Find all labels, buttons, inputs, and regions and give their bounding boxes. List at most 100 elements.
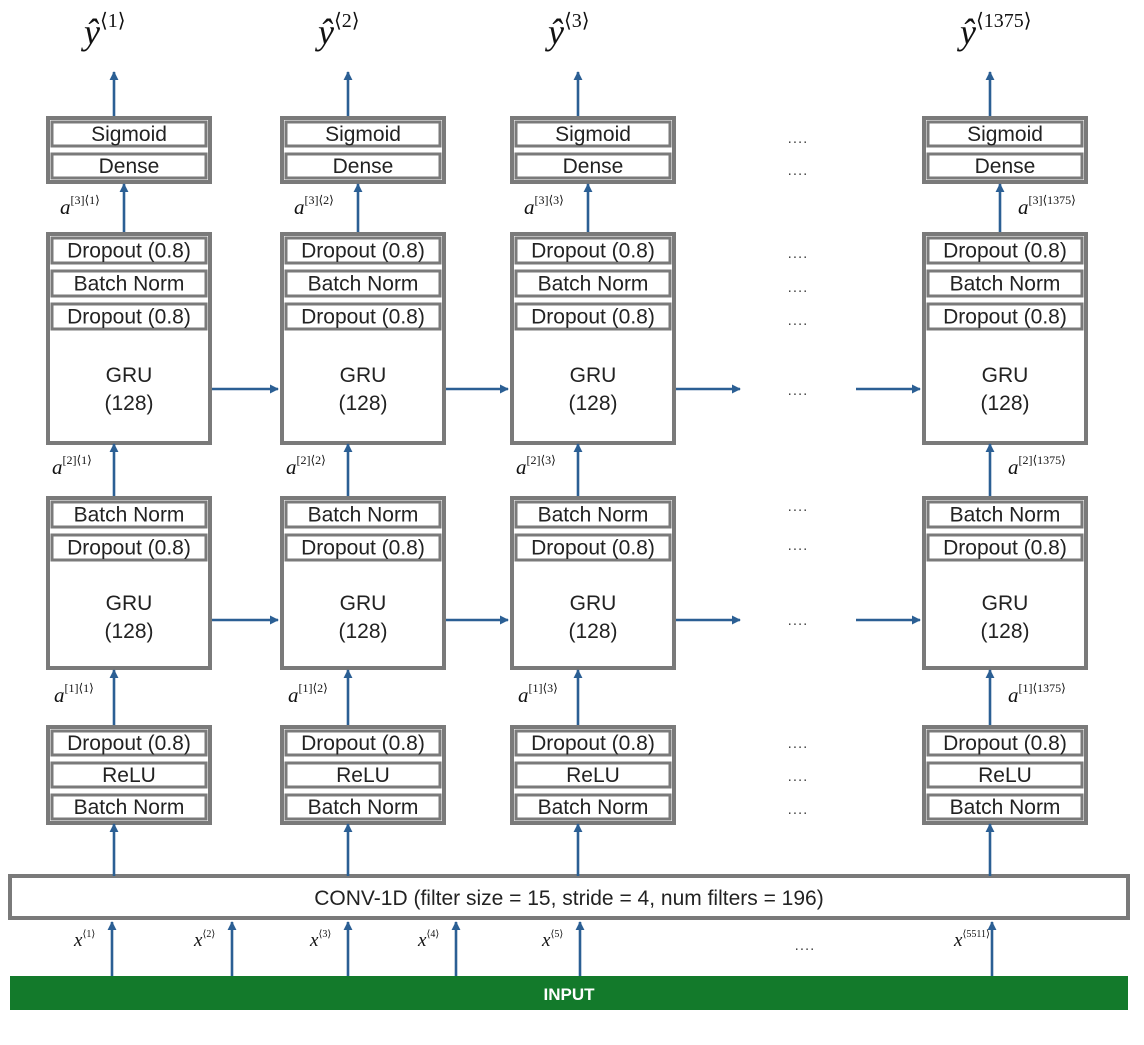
ellipsis-dots: .... xyxy=(788,612,809,629)
column-3-bottom-stack-frame xyxy=(510,725,676,825)
input-ellipsis-dots: .... xyxy=(795,937,816,954)
column-1-a3-label: a[3]⟨1⟩ xyxy=(60,193,100,219)
column-1-gru2-stack-gru-units: (128) xyxy=(104,392,153,415)
column-1-gru2-stack-row-label: Batch Norm xyxy=(74,273,185,296)
column-3-a3-label: a[3]⟨3⟩ xyxy=(524,193,564,219)
column-4-gru1-stack-row-1 xyxy=(926,500,1084,529)
ellipsis-dots: .... xyxy=(788,498,809,515)
column-4-top-stack-frame xyxy=(922,116,1088,184)
column-4-a2-label: a[2]⟨1375⟩ xyxy=(1008,453,1066,479)
column-1-top-stack-frame xyxy=(46,116,212,184)
column-1-gru2-stack-row-label: Dropout (0.8) xyxy=(67,306,191,329)
column-2-gru2-stack-row-label: Dropout (0.8) xyxy=(301,306,425,329)
column-2-gru1-stack-gru-label: GRU xyxy=(340,592,387,615)
column-4-gru2-stack-row-3 xyxy=(926,302,1084,331)
column-1-output-label: ŷ⟨1⟩ xyxy=(81,10,126,52)
column-4-a3-label: a[3]⟨1375⟩ xyxy=(1018,193,1076,219)
input-label-2: x⟨2⟩ xyxy=(193,929,215,951)
column-4-bottom-stack-row-label: Dropout (0.8) xyxy=(943,732,1067,755)
conv1d-label: CONV-1D (filter size = 15, stride = 4, n… xyxy=(314,887,823,910)
column-1-bottom-stack-row-3 xyxy=(50,793,208,821)
column-4-bottom-stack-frame xyxy=(922,725,1088,825)
ellipsis-dots: .... xyxy=(788,130,809,147)
column-4-top-stack-row-1 xyxy=(926,120,1084,148)
column-3-bottom-stack-row-1 xyxy=(514,729,672,757)
column-1-a1-label: a[1]⟨1⟩ xyxy=(54,681,94,707)
column-1-gru1-stack-row-label: Batch Norm xyxy=(74,504,185,527)
column-1-top-stack-row-2 xyxy=(50,152,208,180)
input-bar xyxy=(10,976,1128,1010)
column-4-gru1-stack-row-label: Batch Norm xyxy=(950,504,1061,527)
column-1-gru1-stack-gru-units: (128) xyxy=(104,620,153,643)
input-label-6: x⟨5511⟩ xyxy=(953,929,990,951)
column-2-top-stack-row-label: Dense xyxy=(333,155,394,178)
column-4-gru2-stack-row-label: Dropout (0.8) xyxy=(943,240,1067,263)
column-3-gru2-stack-gru-label: GRU xyxy=(570,364,617,387)
column-3-gru2-stack-row-2 xyxy=(514,269,672,298)
column-4-gru2-stack-gru-label: GRU xyxy=(982,364,1029,387)
column-1-bottom-stack-row-label: ReLU xyxy=(102,764,156,787)
ellipsis-dots: .... xyxy=(788,162,809,179)
ellipsis-dots: .... xyxy=(788,801,809,818)
column-3-top-stack-row-2 xyxy=(514,152,672,180)
input-label-1: x⟨1⟩ xyxy=(73,929,95,951)
column-2-bottom-stack-row-label: ReLU xyxy=(336,764,390,787)
column-1-gru2-stack-row-2 xyxy=(50,269,208,298)
column-3-gru1-stack-row-label: Batch Norm xyxy=(538,504,649,527)
column-4-gru2-stack-row-2 xyxy=(926,269,1084,298)
column-4-gru1-stack-row-label: Dropout (0.8) xyxy=(943,537,1067,560)
column-3-a1-label: a[1]⟨3⟩ xyxy=(518,681,558,707)
column-4-gru2-stack-frame xyxy=(922,232,1088,445)
column-4-gru2-stack-gru-units: (128) xyxy=(980,392,1029,415)
column-3-output-label: ŷ⟨3⟩ xyxy=(545,10,590,52)
column-2-a2-label: a[2]⟨2⟩ xyxy=(286,453,326,479)
column-4-top-stack-row-label: Dense xyxy=(975,155,1036,178)
column-4-gru1-stack-row-2 xyxy=(926,533,1084,562)
column-2-gru2-stack-gru-units: (128) xyxy=(338,392,387,415)
column-2-bottom-stack-row-2 xyxy=(284,761,442,789)
column-4-bottom-stack-row-2 xyxy=(926,761,1084,789)
column-3-bottom-stack-row-label: Dropout (0.8) xyxy=(531,732,655,755)
column-2-bottom-stack-row-1 xyxy=(284,729,442,757)
column-1-top-stack-row-label: Sigmoid xyxy=(91,123,167,146)
column-4-a1-label: a[1]⟨1375⟩ xyxy=(1008,681,1066,707)
column-3-gru2-stack-row-label: Dropout (0.8) xyxy=(531,240,655,263)
input-label-5: x⟨5⟩ xyxy=(541,929,563,951)
column-1-gru1-stack-row-2 xyxy=(50,533,208,562)
column-3-bottom-stack-row-label: Batch Norm xyxy=(538,796,649,819)
conv1d-box xyxy=(8,874,1130,920)
ellipsis-dots: .... xyxy=(788,279,809,296)
column-2-gru1-stack-gru-units: (128) xyxy=(338,620,387,643)
column-3-gru1-stack-row-2 xyxy=(514,533,672,562)
column-3-top-stack-row-label: Dense xyxy=(563,155,624,178)
column-2-a3-label: a[3]⟨2⟩ xyxy=(294,193,334,219)
column-1-gru1-stack-gru-label: GRU xyxy=(106,592,153,615)
column-2-top-stack-row-2 xyxy=(284,152,442,180)
column-2-gru1-stack-row-2 xyxy=(284,533,442,562)
column-1-gru2-stack-row-label: Dropout (0.8) xyxy=(67,240,191,263)
column-1-top-stack-row-label: Dense xyxy=(99,155,160,178)
column-3-gru1-stack-row-1 xyxy=(514,500,672,529)
column-4-gru2-stack-row-1 xyxy=(926,236,1084,265)
input-label-4: x⟨4⟩ xyxy=(417,929,439,951)
column-2-gru2-stack-row-label: Dropout (0.8) xyxy=(301,240,425,263)
column-1-gru2-stack-row-3 xyxy=(50,302,208,331)
column-3-gru2-stack-frame xyxy=(510,232,676,445)
column-3-gru1-stack-gru-units: (128) xyxy=(568,620,617,643)
column-1-gru2-stack-row-1 xyxy=(50,236,208,265)
column-4-bottom-stack-row-3 xyxy=(926,793,1084,821)
column-1-gru2-stack-gru-label: GRU xyxy=(106,364,153,387)
column-1-gru2-stack-frame xyxy=(46,232,212,445)
column-2-gru2-stack-frame xyxy=(280,232,446,445)
ellipsis-dots: .... xyxy=(788,735,809,752)
column-2-gru2-stack-row-label: Batch Norm xyxy=(308,273,419,296)
column-2-top-stack-row-1 xyxy=(284,120,442,148)
column-2-gru2-stack-row-2 xyxy=(284,269,442,298)
column-2-bottom-stack-row-label: Dropout (0.8) xyxy=(301,732,425,755)
column-1-top-stack-row-1 xyxy=(50,120,208,148)
column-2-gru2-stack-row-1 xyxy=(284,236,442,265)
column-1-gru1-stack-row-1 xyxy=(50,500,208,529)
column-4-bottom-stack-row-label: Batch Norm xyxy=(950,796,1061,819)
column-2-a1-label: a[1]⟨2⟩ xyxy=(288,681,328,707)
column-2-top-stack-row-label: Sigmoid xyxy=(325,123,401,146)
